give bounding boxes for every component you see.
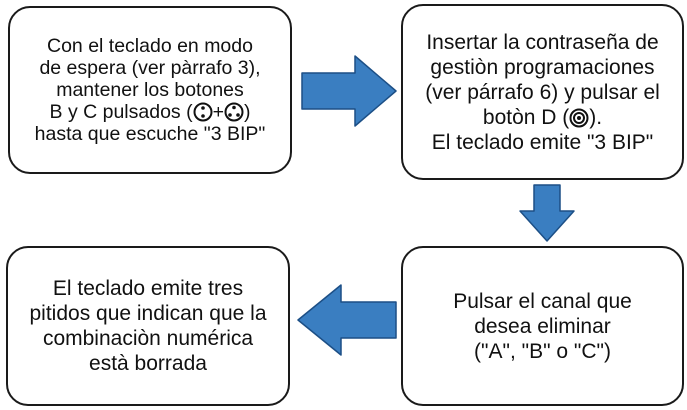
step-1-box: Con el teclado en modo de espera (ver pà… bbox=[8, 6, 292, 174]
step-1-line-4: B y C pulsados ( +) bbox=[35, 101, 266, 123]
concentric-circles-button-icon bbox=[569, 108, 589, 127]
step-2-box: Insertar la contraseña de gestiòn progra… bbox=[401, 4, 684, 180]
step-2-text: Insertar la contraseña de gestiòn progra… bbox=[425, 30, 660, 155]
step-3-line-2: desea eliminar bbox=[474, 314, 611, 338]
step-2-line-1: Insertar la contraseña de bbox=[426, 30, 659, 54]
step-4-box: El teclado emite tres pitidos que indica… bbox=[6, 246, 290, 406]
step-2-line-4-post: ). bbox=[589, 105, 603, 129]
step-3-line-1: Pulsar el canal que bbox=[453, 289, 632, 313]
step-2-line-3: (ver párrafo 6) y pulsar el bbox=[425, 80, 660, 104]
step-2-line-2: gestiòn programaciones bbox=[430, 55, 655, 79]
step-3-line-3: ("A", "B" o "C") bbox=[474, 339, 611, 363]
step-1-line-3: mantener los botones bbox=[56, 79, 244, 101]
arrow-right-icon bbox=[301, 55, 397, 127]
step-1-plus: + bbox=[212, 101, 224, 123]
step-1-line-2: de espera (ver pàrrafo 3), bbox=[39, 57, 261, 79]
step-1-line-4-pre: B y C pulsados ( bbox=[49, 101, 193, 123]
step-3-text: Pulsar el canal que desea eliminar ("A",… bbox=[453, 289, 632, 364]
step-4-line-1: El teclado emite tres bbox=[52, 277, 244, 300]
two-dot-button-icon bbox=[193, 102, 213, 122]
step-1-text: Con el teclado en modo de espera (ver pà… bbox=[35, 35, 266, 145]
step-2-line-4-pre: botòn D ( bbox=[482, 105, 570, 129]
three-dot-button-icon bbox=[224, 102, 244, 122]
step-4-line-3: combinaciòn numérica bbox=[42, 327, 254, 350]
step-1-line-1: Con el teclado en modo bbox=[47, 35, 253, 57]
step-4-line-4: està borrada bbox=[89, 352, 207, 375]
step-4-line-2: pitidos que indican que la bbox=[29, 302, 267, 325]
step-4-text: El teclado emite tres pitidos que indica… bbox=[29, 276, 266, 376]
step-1-line-4-post: ) bbox=[243, 101, 251, 123]
arrow-down-icon bbox=[519, 184, 575, 242]
step-3-box: Pulsar el canal que desea eliminar ("A",… bbox=[401, 246, 684, 406]
arrow-left-icon bbox=[297, 284, 397, 356]
step-2-line-5: El teclado emite "3 BIP" bbox=[431, 130, 654, 154]
step-2-line-4: botòn D (). bbox=[425, 105, 660, 130]
step-1-line-5: hasta que escuche "3 BIP" bbox=[34, 123, 266, 145]
